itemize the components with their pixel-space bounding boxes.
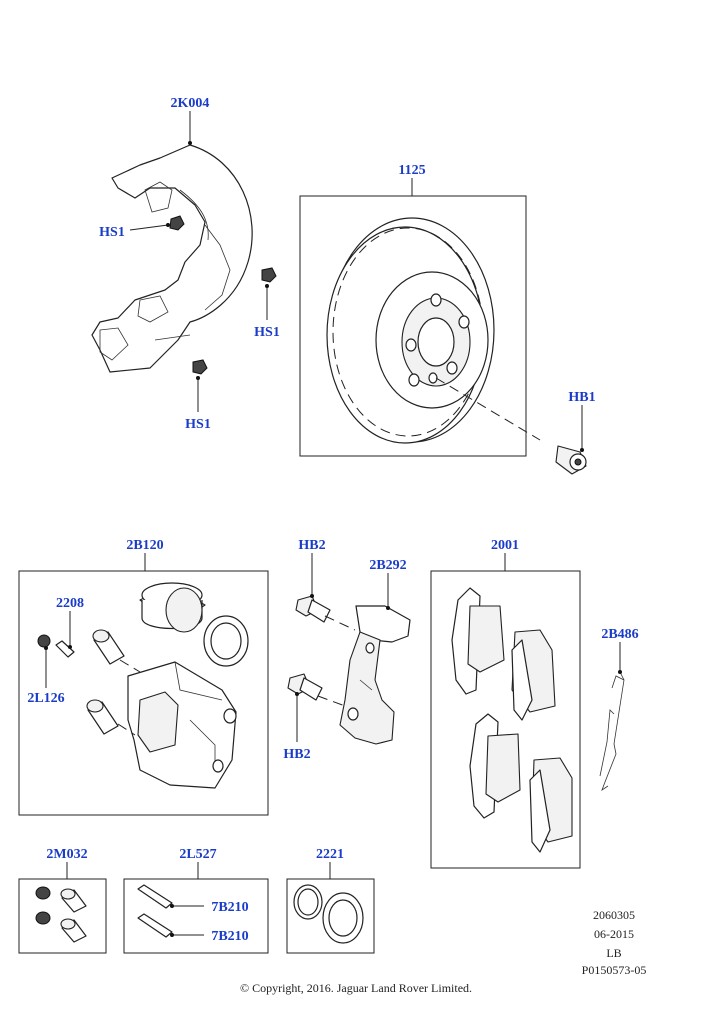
shield-screw-1 bbox=[169, 215, 185, 231]
callout-2B120[interactable]: 2B120 bbox=[126, 538, 163, 553]
brake-pad-2 bbox=[511, 629, 556, 721]
guide-pin-2 bbox=[137, 913, 173, 938]
callout-2001[interactable]: 2001 bbox=[491, 538, 519, 553]
callout-2B292[interactable]: 2B292 bbox=[369, 558, 406, 573]
caliper-piston bbox=[139, 582, 206, 633]
callout-HB2-bottom[interactable]: HB2 bbox=[283, 747, 310, 762]
callout-HB2-top[interactable]: HB2 bbox=[298, 538, 325, 553]
callout-2208[interactable]: 2208 bbox=[56, 596, 84, 611]
callout-2L527[interactable]: 2L527 bbox=[179, 847, 216, 862]
callout-2B486[interactable]: 2B486 bbox=[601, 627, 638, 642]
callout-2K004[interactable]: 2K004 bbox=[171, 96, 210, 111]
ref-line-4: P0150573-05 bbox=[582, 963, 647, 977]
brake-pad-1 bbox=[451, 587, 505, 695]
callout-7B210-b[interactable]: 7B210 bbox=[211, 929, 248, 944]
seal-kit-box bbox=[18, 878, 107, 954]
brake-pad-3 bbox=[469, 713, 521, 819]
ref-line-1: 2060305 bbox=[593, 908, 635, 922]
seal-kit-parts bbox=[35, 886, 87, 943]
shield-screw-3 bbox=[192, 359, 208, 375]
callout-1125[interactable]: 1125 bbox=[398, 163, 425, 178]
caliper-box bbox=[18, 570, 269, 816]
copyright-notice: © Copyright, 2016. Jaguar Land Rover Lim… bbox=[240, 981, 472, 995]
callout-7B210-a[interactable]: 7B210 bbox=[211, 900, 248, 915]
hub-bolt bbox=[555, 445, 587, 475]
bleed-screw bbox=[55, 640, 75, 658]
guide-pin-boot-2 bbox=[86, 699, 119, 735]
brake-disc bbox=[326, 217, 495, 444]
shield-screw-2 bbox=[261, 267, 277, 283]
caliper-carrier bbox=[339, 605, 411, 745]
guide-pin-1 bbox=[137, 884, 173, 909]
guide-pin-boot-1 bbox=[92, 629, 125, 665]
callout-2M032[interactable]: 2M032 bbox=[46, 847, 87, 862]
pin-kit-box bbox=[123, 878, 269, 954]
callout-HS1-a[interactable]: HS1 bbox=[99, 225, 125, 240]
disc-box bbox=[299, 195, 527, 457]
piston-seal-kit-parts bbox=[293, 884, 364, 944]
callout-2221[interactable]: 2221 bbox=[316, 847, 344, 862]
callout-HS1-b[interactable]: HS1 bbox=[254, 325, 280, 340]
brake-pad-4 bbox=[529, 757, 573, 853]
callout-2L126[interactable]: 2L126 bbox=[27, 691, 64, 706]
bleed-cap bbox=[37, 634, 51, 648]
piston-seal bbox=[203, 615, 249, 667]
pad-retaining-clip bbox=[599, 671, 625, 792]
callout-HB1[interactable]: HB1 bbox=[568, 390, 595, 405]
drawing-reference: 2060305 06-2015 LB P0150573-05 bbox=[582, 908, 647, 977]
carrier-bolt-top bbox=[295, 595, 331, 623]
ref-line-3: LB bbox=[606, 946, 621, 960]
caliper-housing bbox=[127, 661, 237, 789]
callout-HS1-c[interactable]: HS1 bbox=[185, 417, 211, 432]
ref-line-2: 06-2015 bbox=[594, 927, 634, 941]
carrier-bolt-bottom bbox=[287, 673, 323, 701]
splash-shield bbox=[91, 144, 253, 373]
